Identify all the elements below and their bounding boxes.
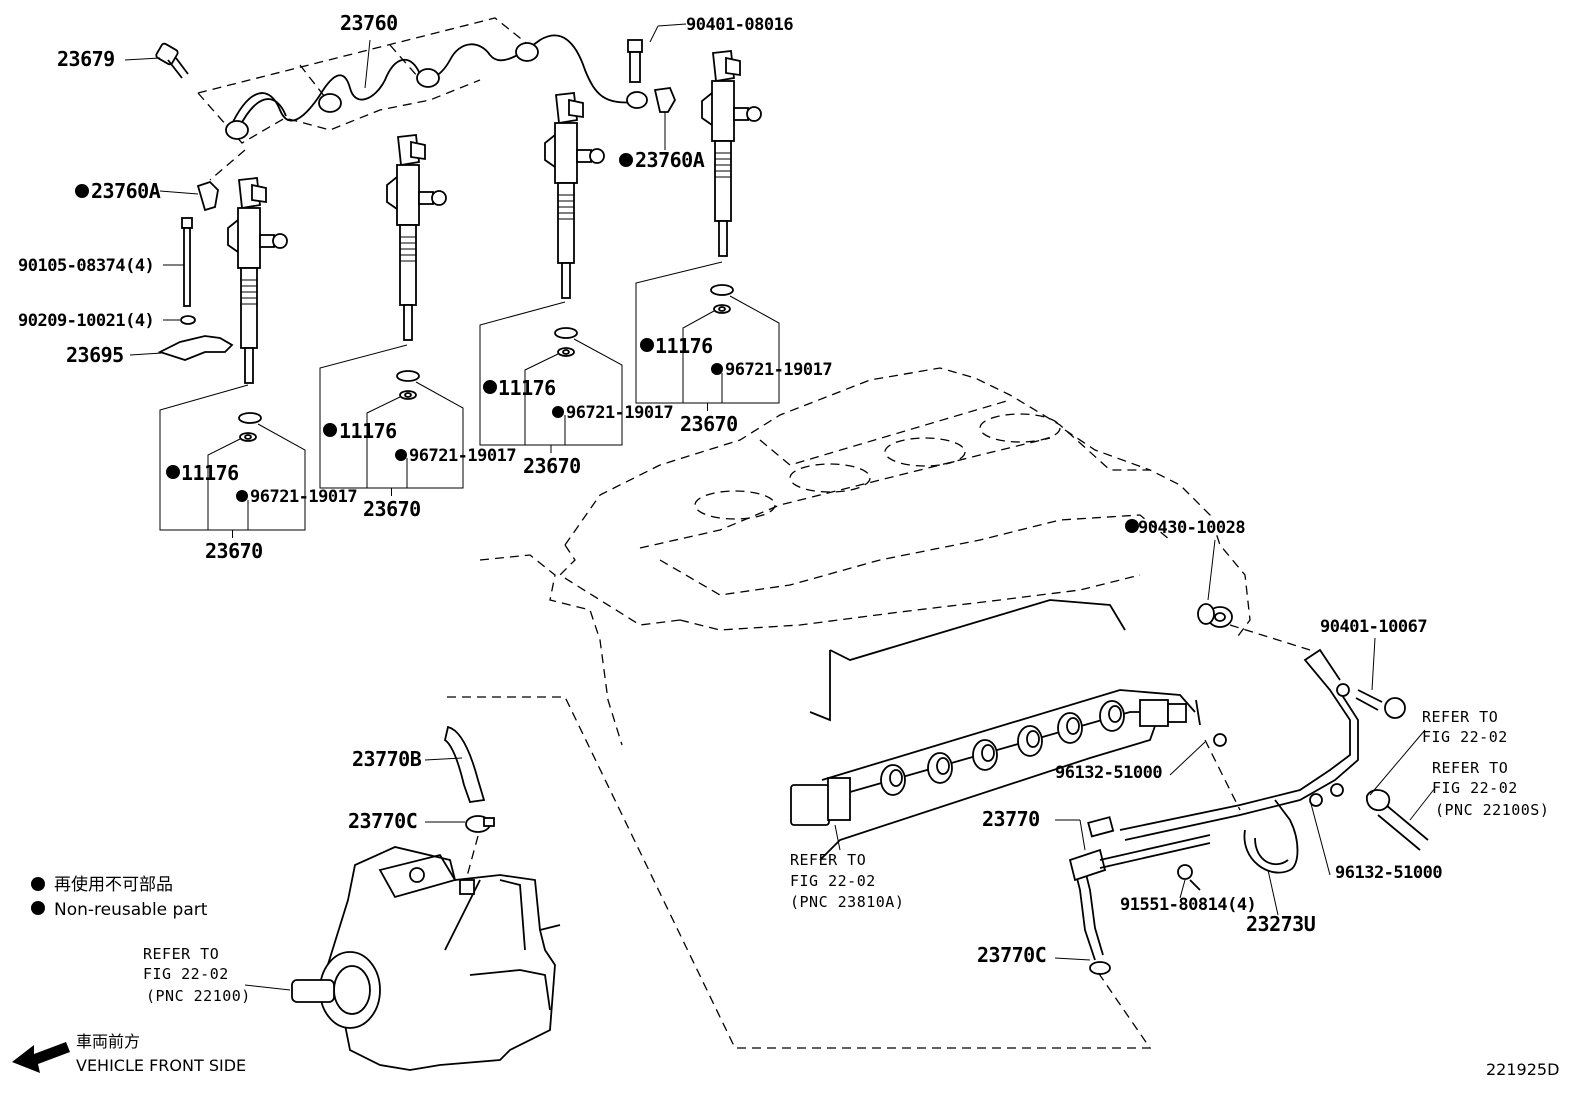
- bolt-90105-08374: [181, 217, 193, 307]
- rail-port-6: [1099, 700, 1125, 732]
- label-23760a-right: 23760A: [635, 148, 705, 172]
- bolt-90401-10067: [1355, 689, 1406, 719]
- label-refer-right2-l1: REFER TO: [1432, 759, 1508, 777]
- label-23770c-upper: 23770C: [348, 809, 417, 833]
- vehicle-front-indicator: 車両前方 VEHICLE FRONT SIDE: [12, 1032, 246, 1075]
- rail-port-2: [927, 752, 953, 784]
- gasket-90430: [1197, 603, 1233, 628]
- clamp-23760a-left: [196, 180, 219, 212]
- legend-dot-en: [31, 901, 45, 915]
- label-inj1-11176: 11176: [181, 461, 239, 485]
- supply-pump: [291, 846, 561, 1071]
- label-refer-right2-l2: FIG 22-02: [1432, 779, 1518, 797]
- label-inj2-11176: 11176: [339, 419, 397, 443]
- label-inj2-23670: 23670: [363, 497, 421, 521]
- injection-pipe-assembly: [197, 17, 636, 181]
- label-refer-rail-l2: FIG 22-02: [790, 872, 876, 890]
- label-refer-right1-l1: REFER TO: [1422, 708, 1498, 726]
- label-90401-08016: 90401-08016: [686, 15, 793, 35]
- rail-port-3: [972, 739, 998, 771]
- rail-port-4: [1017, 725, 1043, 757]
- legend-en: Non-reusable part: [54, 900, 208, 920]
- label-inj4-96721: 96721-19017: [725, 360, 832, 380]
- label-refer-right2-l3: (PNC 22100S): [1435, 801, 1549, 819]
- label-90209-10021: 90209-10021(4): [18, 311, 154, 331]
- injector-labels: 11176 96721-19017 23670 11176 96721-1901…: [166, 334, 833, 563]
- injector-4: [635, 50, 780, 411]
- arrow-left-icon: [12, 1042, 70, 1073]
- label-23770b: 23770B: [352, 747, 422, 771]
- label-inj4-23670: 23670: [680, 412, 738, 436]
- injector-2: [319, 134, 464, 496]
- common-rail: [790, 599, 1201, 861]
- injector-1: [159, 177, 306, 538]
- label-refer-rail-l1: REFER TO: [790, 851, 866, 869]
- label-inj1-96721: 96721-19017: [250, 487, 357, 507]
- washer-90209: [180, 315, 196, 325]
- hose-23770b: [443, 725, 486, 803]
- label-91551-80814: 91551-80814(4): [1120, 895, 1256, 915]
- injectors-group: [159, 50, 780, 538]
- rail-port-1: [880, 764, 906, 796]
- label-inj2-96721: 96721-19017: [409, 446, 516, 466]
- label-inj4-11176: 11176: [655, 334, 713, 358]
- direction-jp: 車両前方: [76, 1032, 140, 1051]
- label-96132-51000-right: 96132-51000: [1335, 863, 1442, 883]
- figure-code: 221925D: [1486, 1060, 1559, 1079]
- label-90430-10028: 90430-10028: [1138, 518, 1245, 538]
- leader-lines: [124, 23, 1436, 991]
- legend-jp: 再使用不可部品: [54, 874, 173, 895]
- non-reusable-dot: [1125, 519, 1139, 533]
- bolt-90401-08016: [626, 39, 648, 109]
- label-23770: 23770: [982, 807, 1040, 831]
- non-reusable-dot: [711, 363, 723, 375]
- label-23770c-lower: 23770C: [977, 943, 1046, 967]
- rail-port-5: [1057, 712, 1083, 744]
- non-reusable-dot: [75, 184, 89, 198]
- injector-clamp-23695: [157, 335, 234, 361]
- label-inj1-23670: 23670: [205, 539, 263, 563]
- non-reusable-dot: [619, 153, 633, 167]
- pump-mounting-outline: [447, 696, 1152, 1049]
- hose-right: [1366, 789, 1429, 851]
- legend-dot-jp: [31, 877, 45, 891]
- injector-3: [479, 92, 623, 453]
- label-refer-pump-l1: REFER TO: [143, 945, 219, 963]
- non-reusable-dot: [323, 423, 337, 437]
- return-pipe: [1087, 624, 1359, 874]
- non-reusable-dot: [552, 406, 564, 418]
- label-refer-pump-l2: FIG 22-02: [143, 965, 229, 983]
- banjo-bolt-23679: [155, 42, 189, 79]
- label-90401-10067: 90401-10067: [1320, 617, 1427, 637]
- non-reusable-dot: [166, 465, 180, 479]
- label-refer-right1-l2: FIG 22-02: [1422, 728, 1508, 746]
- label-23695: 23695: [66, 343, 124, 367]
- legend: 再使用不可部品 Non-reusable part: [31, 874, 208, 920]
- non-reusable-dot: [640, 338, 654, 352]
- label-23679: 23679: [57, 47, 115, 71]
- pump-hose-leader: [465, 835, 479, 881]
- non-reusable-dot: [483, 380, 497, 394]
- engine-cylinder-head-outline: [479, 367, 1251, 746]
- non-reusable-dot: [395, 449, 407, 461]
- label-inj3-23670: 23670: [523, 454, 581, 478]
- clamp-23760a-right: [653, 87, 677, 113]
- non-reusable-dot: [236, 490, 248, 502]
- label-refer-rail-l3: (PNC 23810A): [790, 893, 904, 911]
- part-labels: 23760 23679 23760A 90401-08016 23760A 90…: [18, 11, 1549, 1005]
- label-inj3-11176: 11176: [498, 376, 556, 400]
- label-refer-pump-l3: (PNC 22100): [146, 987, 251, 1005]
- label-23760a-left: 23760A: [91, 179, 161, 203]
- clamp-23770c-upper: [465, 815, 495, 833]
- label-23273u: 23273U: [1246, 912, 1315, 936]
- label-23760: 23760: [340, 11, 398, 35]
- label-96132-51000-mid: 96132-51000: [1055, 763, 1162, 783]
- label-90105-08374: 90105-08374(4): [18, 256, 154, 276]
- label-inj3-96721: 96721-19017: [566, 403, 673, 423]
- direction-en: VEHICLE FRONT SIDE: [76, 1056, 246, 1075]
- pipe-23770: [1068, 834, 1211, 975]
